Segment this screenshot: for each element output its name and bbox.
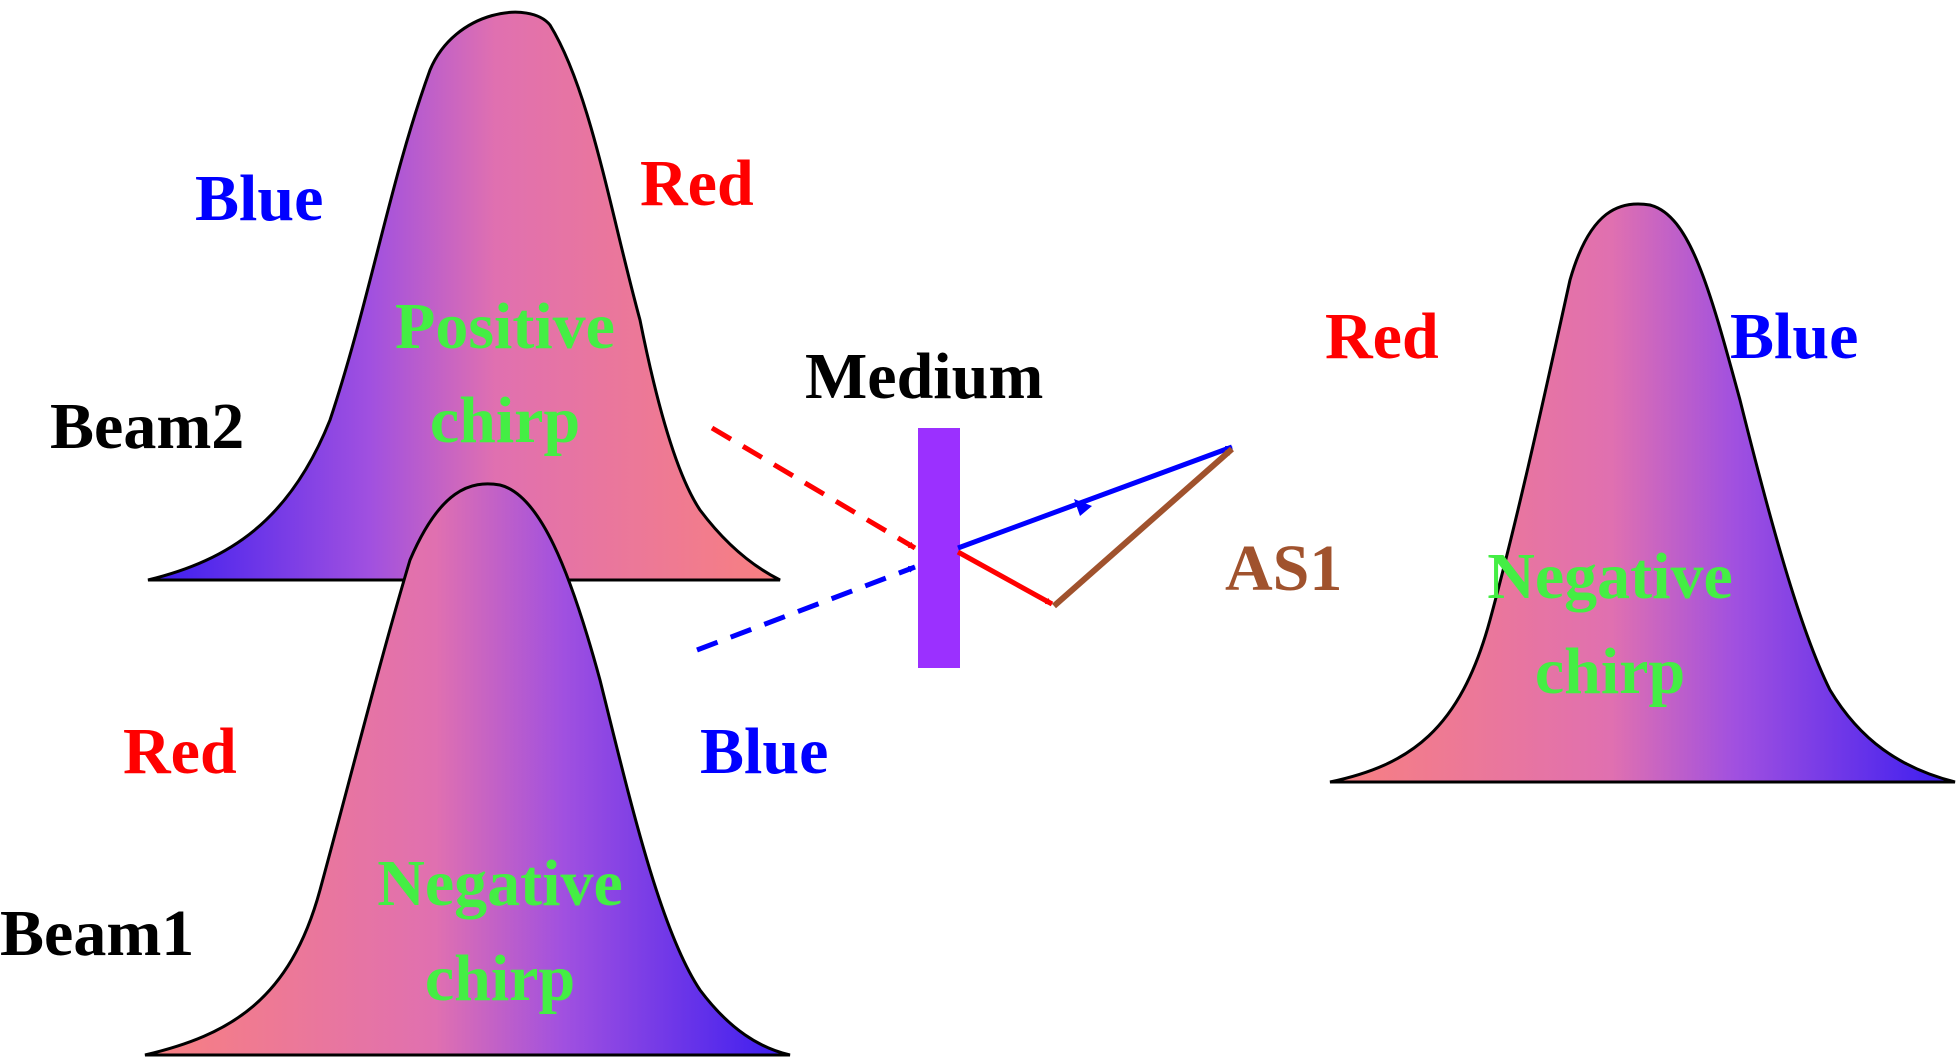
- red-output-arrow: [956, 549, 1054, 607]
- beam1-chirp-line1: Negative: [377, 847, 623, 920]
- beam1-pulse-shape: [144, 482, 791, 1057]
- beam1-chirp-line2: chirp: [425, 942, 575, 1015]
- as1-label: AS1: [1225, 532, 1342, 605]
- beam2-pulse: [147, 10, 781, 582]
- beam2-chirp-line2: chirp: [430, 384, 580, 457]
- beam2-chirp-line1: Positive: [395, 290, 615, 363]
- beam1-pulse: [144, 482, 791, 1057]
- medium-slab: [918, 428, 960, 668]
- blue-output-arrow: [957, 444, 1233, 551]
- beam2-blue-label: Blue: [195, 162, 323, 235]
- output-pulse-shape: [1329, 202, 1956, 784]
- beam1-red-label: Red: [123, 715, 237, 788]
- output-pulse: [1329, 202, 1956, 784]
- beam2-red-label: Red: [640, 147, 754, 220]
- medium-label: Medium: [805, 340, 1043, 413]
- beam2-pulse-shape: [147, 10, 781, 582]
- output-red-label: Red: [1325, 300, 1439, 373]
- output-chirp-line1: Negative: [1487, 540, 1733, 613]
- blue-mid-arrowhead-icon: [1074, 499, 1092, 516]
- as1-arrow: [1052, 446, 1234, 609]
- output-chirp-line2: chirp: [1535, 635, 1685, 708]
- beam1-name-label: Beam1: [0, 897, 194, 970]
- output-blue-label: Blue: [1730, 300, 1858, 373]
- beam1-incoming-arrow: [696, 564, 916, 653]
- beam2-name-label: Beam2: [50, 390, 244, 463]
- beam2-incoming-arrow: [710, 425, 917, 551]
- beam1-blue-label: Blue: [700, 715, 828, 788]
